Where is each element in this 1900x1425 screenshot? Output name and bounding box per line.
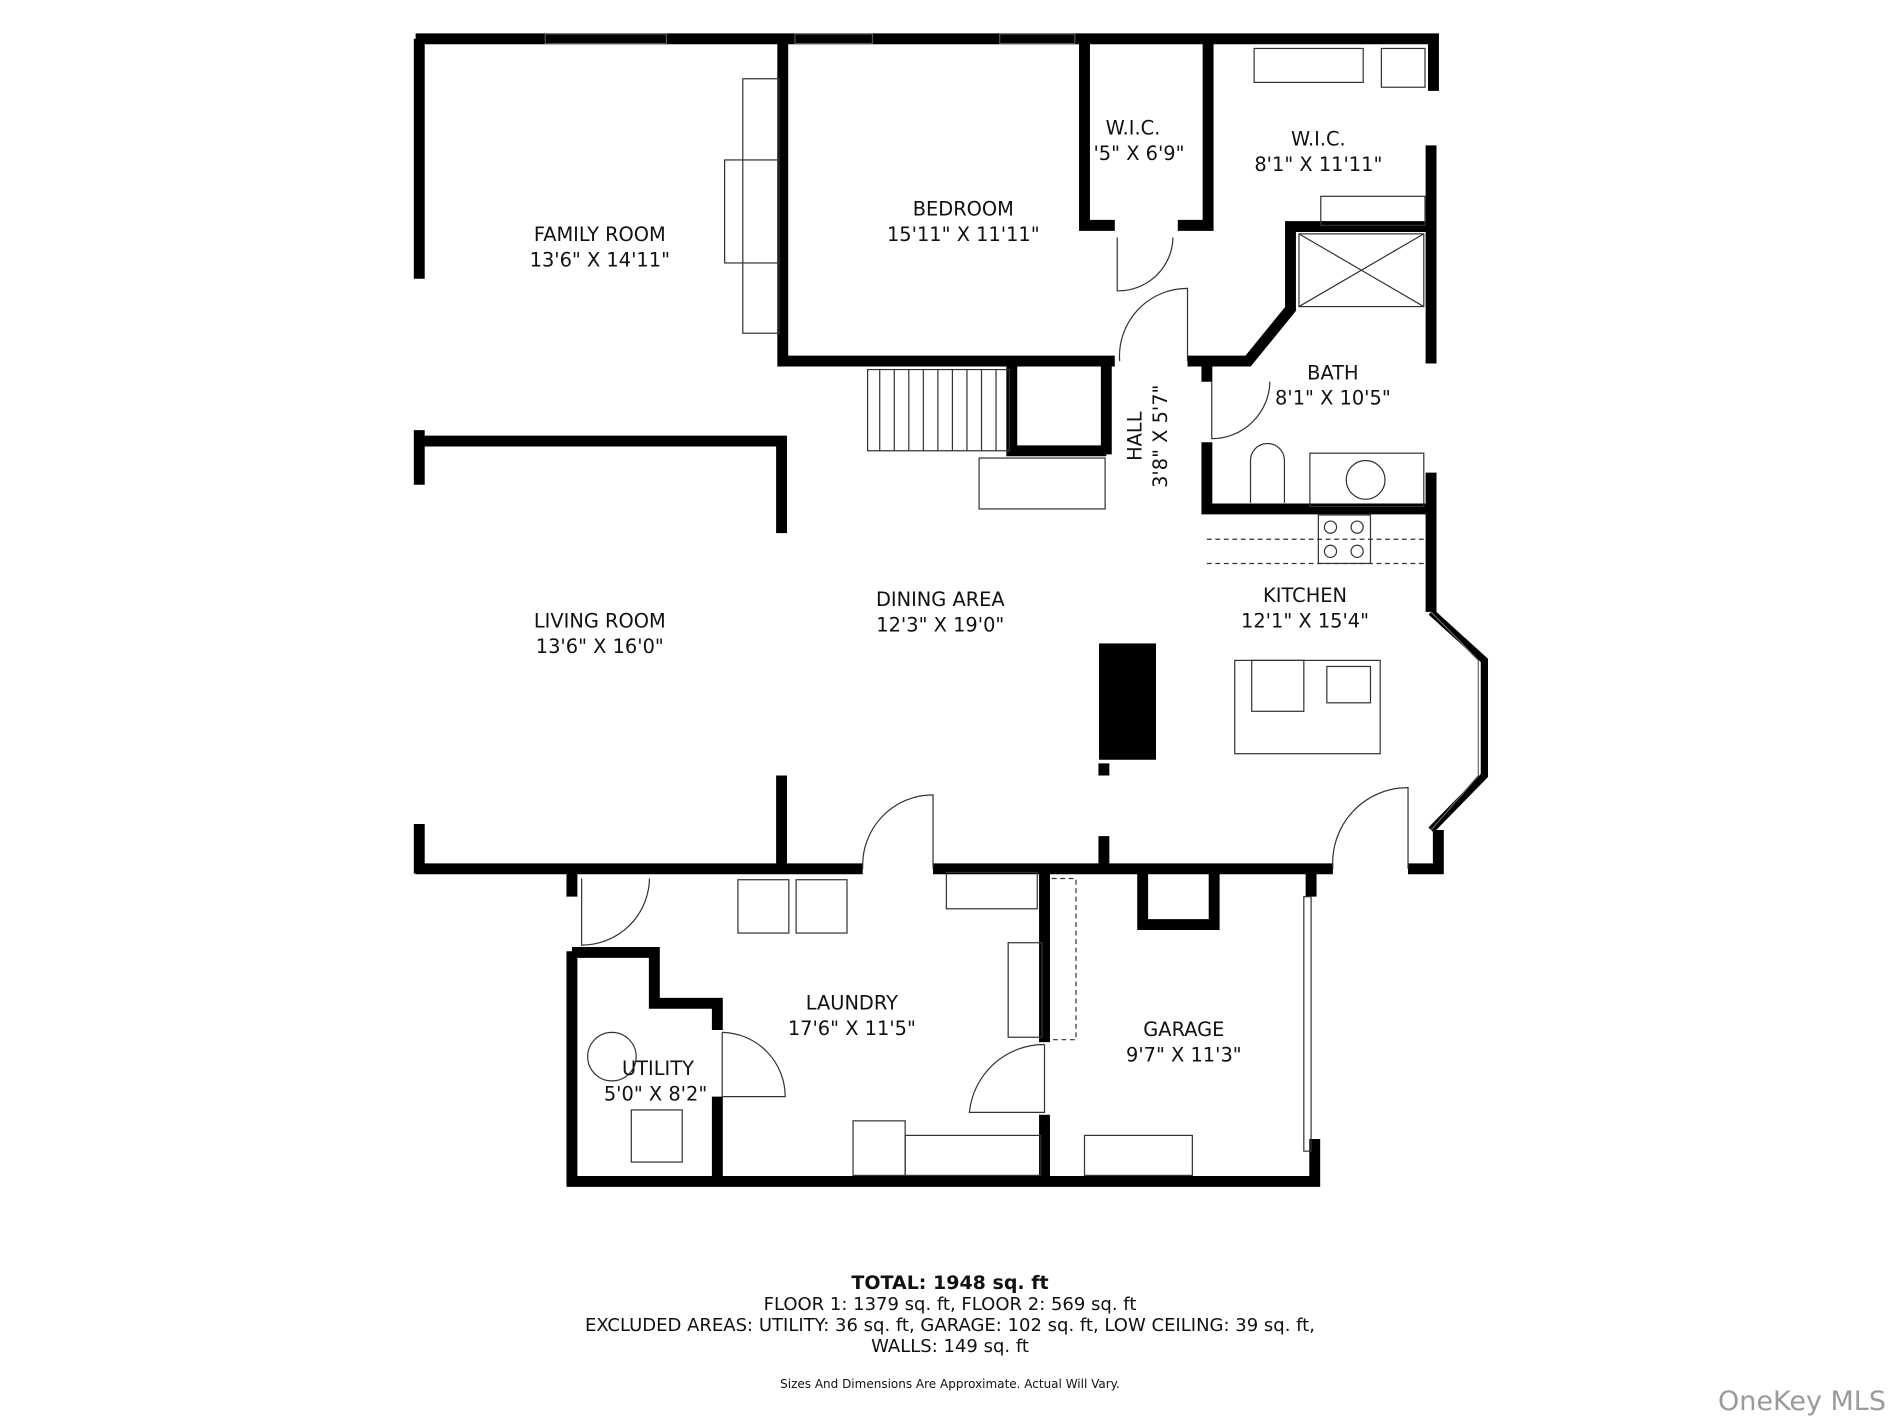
room-name-laundry: LAUNDRY (806, 991, 898, 1014)
room-dims-living-room: 13'6" X 16'0" (536, 635, 664, 658)
room-name-dining-area: DINING AREA (876, 588, 1005, 611)
room-name-family-room: FAMILY ROOM (534, 223, 666, 246)
room-name-hall: HALL (1123, 411, 1146, 461)
room-dims-bath: 8'1" X 10'5" (1275, 387, 1391, 410)
room-dims-hall: 3'8" X 5'7" (1149, 385, 1172, 488)
fixtures (544, 33, 1489, 1176)
room-name-wic-small: W.I.C. (1106, 117, 1161, 140)
room-dims-kitchen: 12'1" X 15'4" (1241, 610, 1369, 633)
room-dims-utility: 5'0" X 8'2" (604, 1082, 707, 1105)
room-dims-wic-small: '5" X 6'9" (1093, 142, 1184, 165)
room-labels: FAMILY ROOM 13'6" X 14'11" BEDROOM 15'11… (530, 117, 1391, 1106)
room-name-utility: UTILITY (622, 1057, 694, 1080)
room-name-garage: GARAGE (1143, 1018, 1224, 1041)
room-name-living-room: LIVING ROOM (534, 610, 666, 633)
room-name-bedroom: BEDROOM (913, 198, 1014, 221)
floor-areas: FLOOR 1: 1379 sq. ft, FLOOR 2: 569 sq. f… (763, 1294, 1137, 1315)
room-name-kitchen: KITCHEN (1263, 584, 1347, 607)
walls-area: WALLS: 149 sq. ft (871, 1336, 1029, 1357)
room-dims-bedroom: 15'11" X 11'11" (887, 223, 1040, 246)
excluded-areas: EXCLUDED AREAS: UTILITY: 36 sq. ft, GARA… (585, 1315, 1315, 1336)
room-dims-wic-large: 8'1" X 11'11" (1254, 153, 1382, 176)
watermark: OneKey MLS (1718, 1386, 1886, 1417)
disclaimer: Sizes And Dimensions Are Approximate. Ac… (780, 1377, 1120, 1391)
walls (413, 33, 1444, 1187)
room-dims-family-room: 13'6" X 14'11" (530, 249, 670, 272)
room-name-bath: BATH (1307, 361, 1358, 384)
room-dims-garage: 9'7" X 11'3" (1126, 1043, 1242, 1066)
chimney-block (1099, 643, 1156, 760)
room-dims-dining-area: 12'3" X 19'0" (876, 613, 1004, 636)
total-area: TOTAL: 1948 sq. ft (851, 1272, 1049, 1294)
room-name-wic-large: W.I.C. (1291, 127, 1346, 150)
room-dims-laundry: 17'6" X 11'5" (788, 1017, 916, 1040)
